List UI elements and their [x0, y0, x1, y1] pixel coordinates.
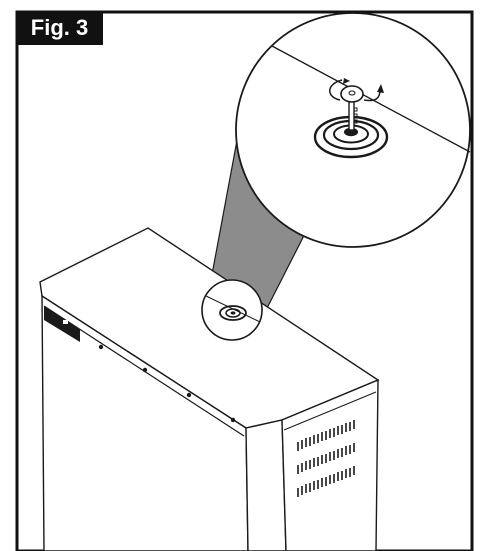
cabinet	[39, 227, 380, 551]
vent-row	[297, 420, 355, 451]
detail-circle-large	[235, 12, 471, 248]
lock-small-core	[230, 311, 236, 315]
rotation-arrowhead-right	[377, 84, 384, 93]
screw-hole	[98, 344, 104, 350]
key-blade	[348, 99, 355, 131]
ventilation-slots	[297, 420, 355, 497]
cabinet-corner-bevel	[245, 419, 287, 551]
figure-label: Fig. 3	[16, 11, 103, 45]
lock-small-inner	[225, 308, 241, 318]
control-panel-button	[63, 320, 68, 324]
cabinet-front-face	[41, 294, 249, 551]
screw-hole	[186, 392, 192, 398]
key-bow	[340, 85, 364, 103]
key-bow-hole	[348, 90, 356, 96]
screw-holes	[98, 344, 236, 423]
control-panel	[44, 306, 80, 342]
figure-frame	[15, 10, 474, 551]
key-icon	[340, 85, 364, 131]
rotation-arrowhead-left	[343, 78, 350, 84]
screw-hole	[230, 417, 236, 423]
rotation-arrows-icon	[329, 78, 384, 102]
cabinet-side-trim	[283, 391, 377, 431]
lock-small-outer	[219, 305, 247, 321]
detail-large-edge-line	[271, 45, 471, 153]
detail-circle-small-outline	[201, 279, 263, 341]
key-teeth	[354, 107, 358, 124]
detail-circle-small	[201, 279, 263, 341]
rotation-arc-left	[329, 79, 343, 101]
vent-row	[297, 466, 355, 497]
screw-hole	[142, 367, 148, 373]
control-panel-body	[44, 306, 80, 342]
vent-row	[297, 443, 355, 474]
